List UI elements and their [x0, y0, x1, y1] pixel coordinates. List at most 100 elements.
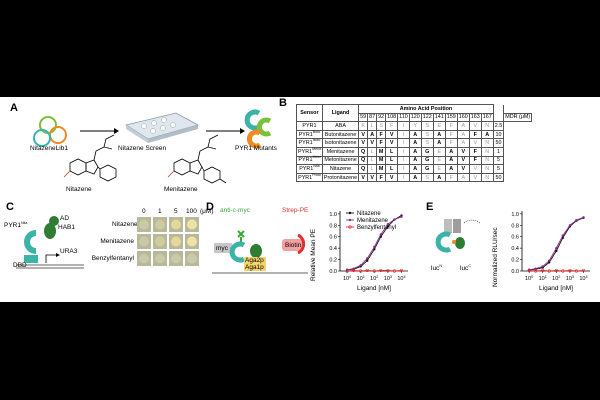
aa-cell: Y: [408, 121, 422, 131]
data-point: [541, 265, 544, 268]
y-tick-label: 0.0: [511, 269, 519, 275]
aa-cell: S: [420, 121, 434, 131]
aa-cell: A: [456, 172, 470, 183]
aa-cell: V: [468, 138, 482, 148]
yeast-spot: [171, 253, 181, 264]
ura3-label: URA3: [60, 248, 78, 255]
x-tick-label: 102: [370, 275, 378, 282]
ligand-cell: Metonitazene: [321, 155, 360, 166]
data-point: [548, 259, 551, 262]
pyr1-mutants-icon: [244, 109, 272, 149]
aa-cell: F: [376, 138, 387, 148]
aa-cell: I: [397, 121, 410, 131]
aa-cell: A: [444, 146, 458, 157]
position-87: 87: [367, 112, 378, 123]
aa-cell: A: [456, 138, 470, 148]
y-tick-label: 0.8: [329, 223, 337, 229]
aa-cell: A: [456, 129, 470, 140]
data-point: [547, 269, 551, 273]
aa-cell: S: [420, 172, 434, 183]
aga1p-label: Aga1p: [245, 264, 264, 271]
yeast-spot: [155, 236, 165, 247]
ligand-cell: Butonitazene: [321, 129, 360, 140]
aa-cell: L: [385, 146, 399, 157]
yeast-spot: [139, 253, 149, 264]
aa-cell: A: [444, 164, 458, 174]
pyr1-nita-label: PYR1Nita: [4, 220, 28, 229]
aa-cell: G: [420, 155, 434, 166]
aa-cell: N: [480, 164, 494, 174]
lucc-label: lucC: [460, 263, 471, 272]
legend-marker: [348, 218, 352, 222]
aa-cell: I: [397, 155, 410, 166]
ad-label: AD: [60, 215, 70, 222]
aa-cell: I: [397, 172, 410, 183]
aa-cell: S: [420, 129, 434, 140]
conc-100: 100: [186, 208, 197, 215]
aa-cell: L: [385, 155, 399, 166]
y-tick-label: 0.6: [329, 235, 337, 241]
plasmid-library-icon: [33, 116, 67, 147]
aa-cell: S: [376, 121, 387, 131]
aa-cell: F: [444, 138, 458, 148]
lucn-label: lucN: [431, 263, 442, 272]
myc-label: myc: [216, 245, 228, 252]
data-point: [393, 218, 396, 221]
aa-cell: Q: [358, 164, 369, 174]
data-point: [574, 269, 578, 273]
data-point: [372, 269, 376, 273]
row-label-menitazene: Menitazene: [100, 238, 134, 245]
legend-label: Benzylfentanyl: [357, 225, 396, 231]
aa-cell: N: [480, 146, 494, 157]
panel-a-schematic: [33, 109, 272, 184]
menitazene-structure: [167, 134, 227, 184]
aa-cell: V: [456, 155, 470, 166]
mdr-header-spacer: [492, 104, 505, 123]
y-tick-label: 0.6: [511, 235, 519, 241]
ligand-cell: Nitazene: [321, 164, 360, 174]
aga2p-label: Aga2p: [245, 257, 264, 264]
data-point: [555, 246, 558, 250]
aa-cell: F: [468, 146, 482, 157]
aa-cell: N: [480, 138, 494, 148]
legend-label: Nitazene: [357, 211, 381, 217]
panel-label-c: C: [6, 201, 14, 213]
biotin-label: Biotin: [285, 242, 302, 249]
aa-cell: G: [420, 164, 434, 174]
x-tick-label: 102: [552, 275, 560, 282]
data-point: [365, 268, 369, 273]
data-point: [533, 269, 538, 273]
data-point: [359, 269, 363, 273]
mdr-cell: 2.5: [492, 121, 505, 131]
aa-cell: A: [432, 172, 446, 183]
aa-cell: I: [397, 129, 410, 140]
aa-cell: V: [456, 164, 470, 174]
aa-cell: F: [468, 129, 482, 140]
dbd-label: DBD: [13, 262, 27, 269]
position-92: 92: [376, 112, 387, 123]
legend-label: Menitazene: [357, 218, 389, 224]
yeast-spot: [139, 236, 149, 247]
mdr-cell: 10: [492, 129, 505, 140]
y-tick-label: 1.0: [511, 212, 519, 218]
nitazene-structure: [63, 134, 117, 182]
aa-cell: L: [367, 155, 378, 166]
aa-cell: L: [367, 146, 378, 157]
yeast-spot-grid: [137, 217, 199, 266]
aa-cell: N: [480, 155, 494, 166]
y-tick-label: 0.2: [329, 258, 337, 264]
data-point: [359, 264, 362, 267]
position-163: 163: [468, 112, 482, 123]
aa-cell: E: [432, 155, 446, 166]
series-line: [347, 269, 402, 272]
aa-cell: F: [376, 172, 387, 183]
position-120: 120: [408, 112, 422, 123]
aa-cell: E: [432, 121, 446, 131]
